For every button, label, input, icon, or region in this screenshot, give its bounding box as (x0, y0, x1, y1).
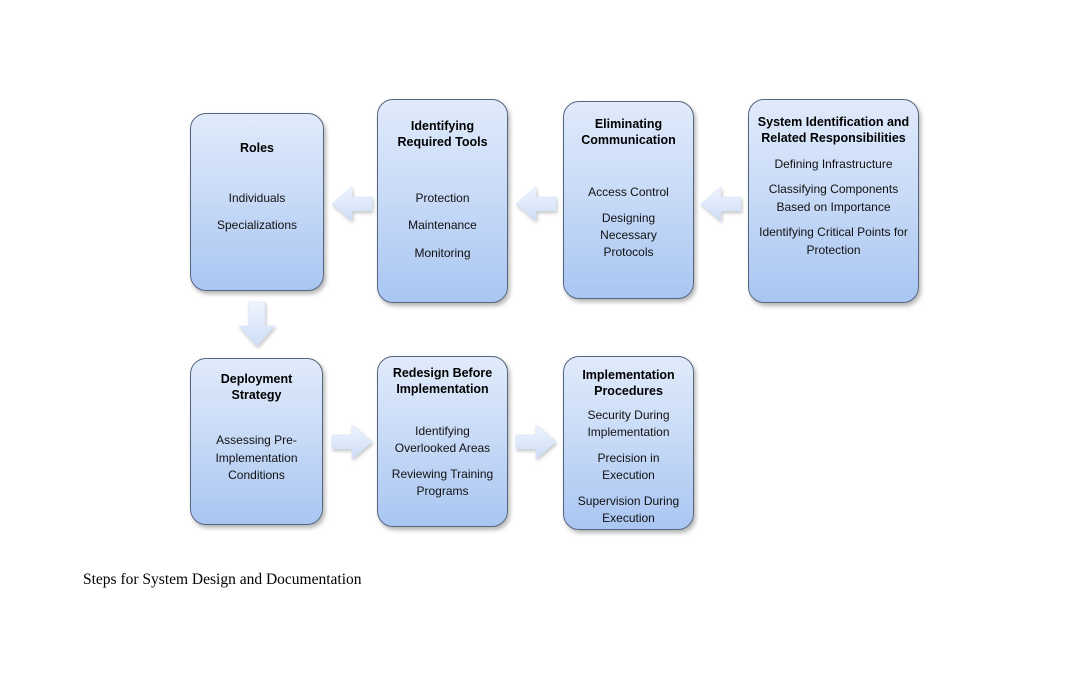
box-body: Defining Infrastructure Classifying Comp… (749, 146, 918, 302)
box-item: Maintenance (408, 218, 477, 233)
diagram-box-eliminating-communication: Eliminating Communication Access Control… (563, 101, 694, 299)
box-title: Eliminating Communication (581, 117, 676, 147)
box-title: Identifying Required Tools (397, 119, 488, 149)
box-title: Implementation Procedures (582, 368, 675, 398)
box-title: Redesign Before Implementation (392, 366, 493, 396)
diagram-box-identifying-required-tools: Identifying Required Tools Protection Ma… (377, 99, 508, 303)
box-body: Protection Maintenance Monitoring (378, 150, 507, 302)
box-item: Monitoring (414, 245, 471, 260)
diagram-box-system-identification: System Identification and Related Respon… (748, 99, 919, 303)
box-item: Defining Infrastructure (774, 157, 893, 171)
block-arrow-down-icon (237, 301, 277, 347)
box-item: Supervision During Execution (577, 493, 680, 525)
block-arrow-left-icon (331, 186, 373, 222)
box-title: Roles (239, 141, 275, 155)
diagram-box-deployment-strategy: Deployment Strategy Assessing Pre-Implem… (190, 358, 323, 525)
diagram-caption: Steps for System Design and Documentatio… (83, 571, 362, 588)
box-body: Identifying Overlooked Areas Reviewing T… (378, 397, 507, 526)
block-arrow-left-icon (515, 186, 557, 222)
box-body: Assessing Pre-Implementation Conditions (191, 403, 322, 524)
block-arrow-right-icon (331, 424, 373, 460)
box-item: Precision in Execution (597, 450, 660, 483)
diagram-box-redesign-before-implementation: Redesign Before Implementation Identifyi… (377, 356, 508, 527)
box-item: Classifying Components Based on Importan… (768, 182, 899, 214)
box-body: Individuals Specializations (191, 156, 323, 290)
box-title: Deployment Strategy (220, 372, 293, 402)
box-item: Specializations (216, 218, 298, 232)
box-item: Designing Necessary Protocols (600, 210, 657, 260)
box-item: Identifying Overlooked Areas (394, 423, 491, 456)
box-item: Identifying Critical Points for Protecti… (759, 225, 908, 257)
box-item: Protection (415, 190, 470, 205)
box-item: Security During Implementation (587, 408, 670, 440)
box-item: Assessing Pre-Implementation Conditions (215, 433, 298, 483)
box-item: Reviewing Training Programs (391, 466, 494, 498)
diagram-box-implementation-procedures: Implementation Procedures Security Durin… (563, 356, 694, 530)
box-item: Access Control (588, 185, 669, 200)
block-arrow-left-icon (700, 186, 742, 222)
box-item: Individuals (228, 190, 286, 205)
diagram-box-roles: Roles Individuals Specializations (190, 113, 324, 291)
block-arrow-right-icon (515, 424, 557, 460)
box-body: Security During Implementation Precision… (564, 399, 693, 531)
box-title: System Identification and Related Respon… (757, 115, 910, 145)
box-body: Access Control Designing Necessary Proto… (564, 148, 693, 298)
